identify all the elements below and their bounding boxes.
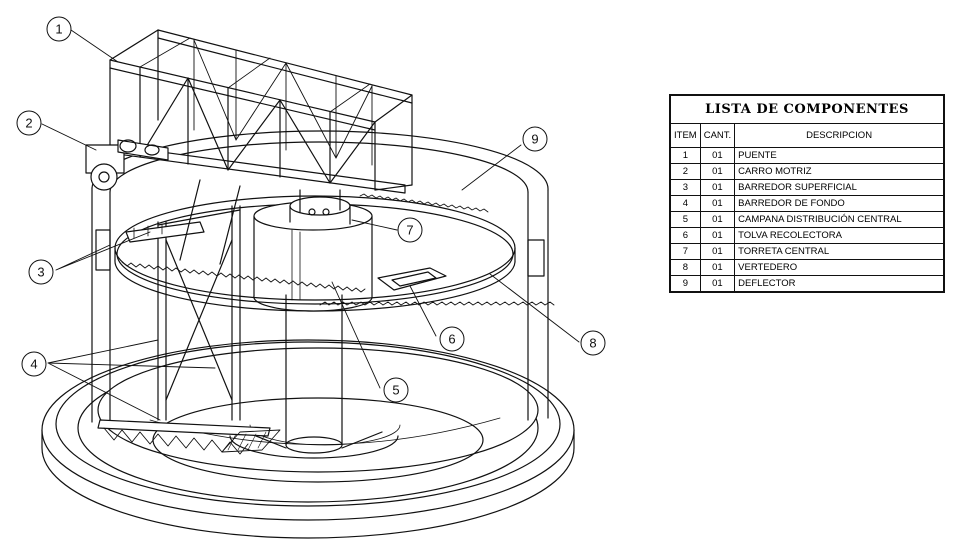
cell-description: BARREDOR DE FONDO (734, 195, 943, 212)
callout-1: 1 (46, 16, 72, 42)
callout-9: 9 (522, 126, 548, 152)
scum-hopper (377, 267, 447, 291)
cell-item: 4 (671, 195, 701, 212)
svg-text:2: 2 (25, 116, 32, 131)
callout-4: 4 (21, 351, 47, 377)
callout-2: 2 (16, 110, 42, 136)
leader-lines (41, 29, 580, 421)
svg-text:7: 7 (406, 223, 413, 238)
cell-qty: 01 (699, 259, 736, 276)
cell-item: 5 (671, 211, 701, 228)
svg-text:9: 9 (531, 132, 538, 147)
header-qty: CANT. (699, 124, 736, 148)
cell-description: VERTEDERO (734, 259, 943, 276)
cell-item: 1 (671, 147, 701, 164)
svg-text:1: 1 (55, 22, 62, 37)
cell-qty: 01 (699, 163, 736, 180)
cell-qty: 01 (699, 179, 736, 196)
cell-qty: 01 (699, 227, 736, 244)
cell-description: PUENTE (734, 147, 943, 164)
cell-description: TOLVA RECOLECTORA (734, 227, 943, 244)
svg-text:6: 6 (448, 332, 455, 347)
cell-qty: 01 (699, 147, 736, 164)
cell-qty: 01 (699, 211, 736, 228)
drive-carriage (85, 139, 169, 191)
callouts: 1 2 3 4 5 6 7 8 9 (16, 16, 606, 403)
header-item: ITEM (671, 124, 701, 148)
components-list: LISTA DE COMPONENTES ITEM CANT. DESCRIPC… (669, 94, 945, 293)
cell-qty: 01 (699, 243, 736, 260)
surface-skimmer (125, 221, 205, 243)
cell-description: BARREDOR SUPERFICIAL (734, 179, 943, 196)
svg-text:3: 3 (37, 265, 44, 280)
bridge-truss (109, 29, 413, 265)
svg-text:5: 5 (392, 383, 399, 398)
table-header-row: ITEM CANT. DESCRIPCION (671, 124, 943, 148)
cell-item: 9 (671, 275, 701, 291)
cell-item: 7 (671, 243, 701, 260)
cell-description: CARRO MOTRIZ (734, 163, 943, 180)
cell-description: CAMPANA DISTRIBUCIÓN CENTRAL (734, 211, 943, 228)
callout-3: 3 (28, 259, 54, 285)
cell-item: 3 (671, 179, 701, 196)
svg-text:8: 8 (589, 336, 596, 351)
header-description: DESCRIPCION (734, 124, 943, 148)
callout-6: 6 (439, 326, 465, 352)
svg-text:4: 4 (30, 357, 37, 372)
cell-description: DEFLECTOR (734, 275, 943, 291)
feed-well (253, 201, 373, 312)
central-turret (289, 196, 351, 225)
cell-description: TORRETA CENTRAL (734, 243, 943, 260)
callout-8: 8 (580, 330, 606, 356)
callout-7: 7 (397, 217, 423, 243)
cell-item: 6 (671, 227, 701, 244)
callout-5: 5 (383, 377, 409, 403)
cell-item: 2 (671, 163, 701, 180)
cell-item: 8 (671, 259, 701, 276)
cell-qty: 01 (699, 275, 736, 291)
components-list-title: LISTA DE COMPONENTES (671, 96, 943, 124)
bottom-scraper (97, 205, 281, 455)
cell-qty: 01 (699, 195, 736, 212)
